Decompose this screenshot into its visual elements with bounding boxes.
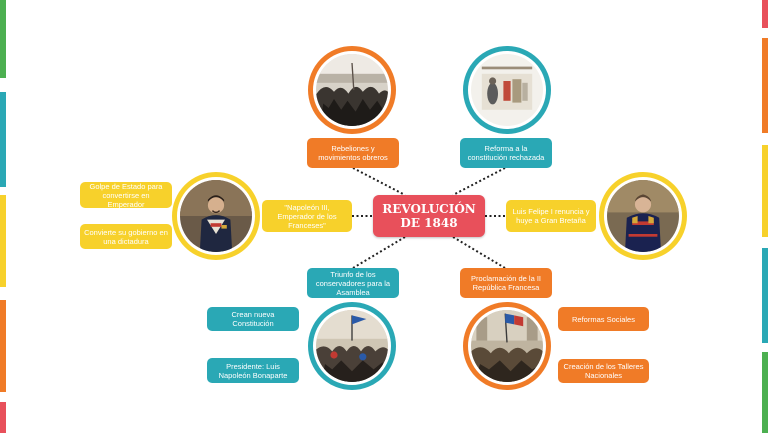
photo-luis-felipe bbox=[599, 172, 687, 260]
stripe-left-5 bbox=[0, 402, 6, 433]
node-reforma[interactable]: Reforma a la constitución rechazada bbox=[460, 138, 552, 168]
node-golpe[interactable]: Golpe de Estado para convertirse en Empe… bbox=[80, 182, 172, 209]
stripe-right-3 bbox=[762, 145, 768, 237]
stripe-left-4 bbox=[0, 300, 6, 392]
stripe-right-5 bbox=[762, 352, 768, 433]
stripe-right-2 bbox=[762, 38, 768, 133]
node-triunfo[interactable]: Triunfo de los conservadores para la Asa… bbox=[307, 268, 399, 298]
stripe-left-1 bbox=[0, 0, 6, 78]
photo-rebeliones bbox=[308, 46, 396, 134]
node-presidente[interactable]: Presidente: Luis Napoleón Bonaparte bbox=[207, 358, 299, 383]
central-topic-line1: REVOLUCIÓN bbox=[382, 202, 476, 216]
node-napoleon[interactable]: "Napoleón III, Emperador de los Francese… bbox=[262, 200, 352, 232]
central-topic[interactable]: REVOLUCIÓN DE 1848 bbox=[373, 195, 485, 237]
photo-reforma bbox=[463, 46, 551, 134]
node-constitucion[interactable]: Crean nueva Constitución bbox=[207, 307, 299, 331]
stripe-left-3 bbox=[0, 195, 6, 287]
stripe-right-4 bbox=[762, 248, 768, 343]
node-luis-felipe[interactable]: Luis Felipe I renuncia y huye a Gran Bre… bbox=[506, 200, 596, 232]
stripe-right-1 bbox=[762, 0, 768, 28]
node-talleres[interactable]: Creación de los Talleres Nacionales bbox=[558, 359, 649, 383]
photo-napoleon bbox=[172, 172, 260, 260]
photo-proclamacion bbox=[463, 302, 551, 390]
node-dictadura[interactable]: Convierte su gobierno en una dictadura bbox=[80, 224, 172, 249]
node-proclamacion[interactable]: Proclamación de la II República Francesa bbox=[460, 268, 552, 298]
central-topic-line2: DE 1848 bbox=[400, 216, 458, 230]
photo-triunfo bbox=[308, 302, 396, 390]
stripe-left-2 bbox=[0, 92, 6, 187]
node-rebeliones[interactable]: Rebeliones y movimientos obreros bbox=[307, 138, 399, 168]
node-reformas[interactable]: Reformas Sociales bbox=[558, 307, 649, 331]
